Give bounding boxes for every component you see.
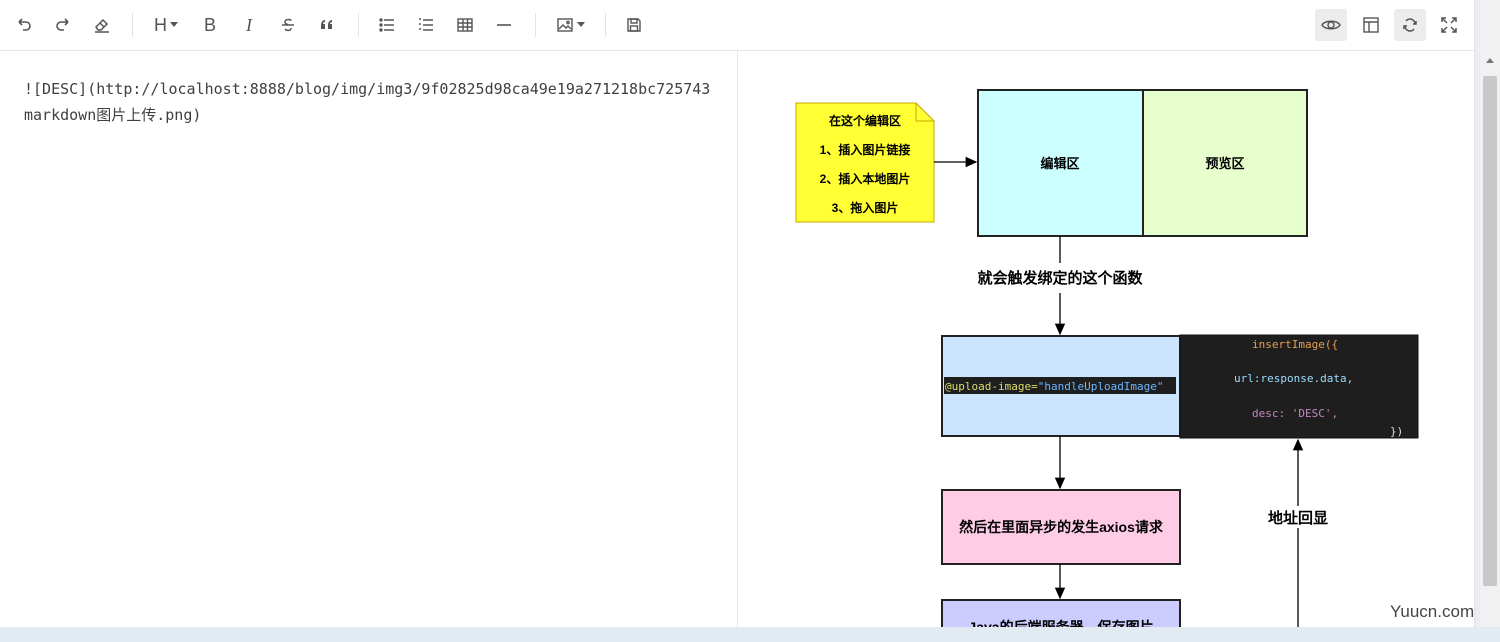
markdown-editor: H B I <box>0 0 1475 627</box>
horizontal-rule-button[interactable] <box>488 9 520 41</box>
italic-button[interactable]: I <box>233 9 265 41</box>
axios-request-label: 然后在里面异步的发生axios请求 <box>959 519 1164 535</box>
bottom-band <box>0 627 1500 642</box>
ordered-list-button[interactable] <box>410 9 442 41</box>
toolbar-divider <box>132 13 133 37</box>
server-box <box>941 599 1181 627</box>
edit-area-label: 编辑区 <box>1040 156 1079 171</box>
code-highlight <box>944 377 1176 394</box>
eraser-icon <box>93 16 111 34</box>
note-line: 2、插入本地图片 <box>820 171 911 186</box>
caret-down-icon <box>170 22 178 28</box>
italic-label: I <box>246 14 252 35</box>
redo-button[interactable] <box>47 9 79 41</box>
toolbar-divider <box>535 13 536 37</box>
fullscreen-button[interactable] <box>1433 9 1465 41</box>
code-line: insertImage({ <box>1252 338 1338 351</box>
clear-button[interactable] <box>86 9 118 41</box>
echo-label: 地址回显 <box>1268 509 1328 527</box>
code-line: desc: 'DESC', <box>1252 407 1338 420</box>
code-line: url:response.data, <box>1234 372 1353 385</box>
horizontal-rule-icon <box>495 16 513 34</box>
table-button[interactable] <box>449 9 481 41</box>
undo-icon <box>15 16 33 34</box>
strikethrough-icon <box>279 16 297 34</box>
note-line: 1、插入图片链接 <box>820 142 911 157</box>
preview-area-box <box>1142 89 1308 237</box>
undo-button[interactable] <box>8 9 40 41</box>
edit-pane[interactable]: ![DESC](http://localhost:8888/blog/img/i… <box>0 51 738 627</box>
server-label: Java的后端服务器，保存图片 <box>968 619 1153 627</box>
toolbar: H B I <box>0 0 1474 51</box>
code-snippet-box <box>1179 334 1419 439</box>
scroll-up-button[interactable] <box>1480 48 1500 72</box>
note-line: 3、拖入图片 <box>832 200 899 215</box>
preview-pane: 在这个编辑区 1、插入图片链接 2、插入本地图片 3、拖入图片 编辑区 预览区 … <box>738 51 1474 627</box>
toolbar-divider <box>358 13 359 37</box>
insert-image-button[interactable] <box>550 9 590 41</box>
list-icon <box>378 16 396 34</box>
save-icon <box>625 16 643 34</box>
note-line: 在这个编辑区 <box>829 113 901 128</box>
code-line: }) <box>1390 425 1403 438</box>
sync-scroll-button[interactable] <box>1394 9 1426 41</box>
watermark: Yuucn.com <box>1390 602 1475 621</box>
table-icon <box>456 16 474 34</box>
heading-label: H <box>154 14 167 35</box>
preview-toggle-button[interactable] <box>1315 9 1347 41</box>
heading-button[interactable]: H <box>148 9 184 41</box>
trigger-label: 就会触发绑定的这个函数 <box>977 269 1143 287</box>
flow-diagram: 在这个编辑区 1、插入图片链接 2、插入本地图片 3、拖入图片 编辑区 预览区 … <box>795 89 1419 627</box>
upload-handler-code: @upload-image="handleUploadImage" <box>945 380 1164 393</box>
unordered-list-button[interactable] <box>371 9 403 41</box>
caret-down-icon <box>576 22 585 28</box>
preview-area-label: 预览区 <box>1205 156 1244 171</box>
image-icon <box>556 16 574 34</box>
scroll-up-icon <box>1486 58 1494 63</box>
scrollbar-thumb[interactable] <box>1483 76 1497 586</box>
strikethrough-button[interactable] <box>272 9 304 41</box>
markdown-source[interactable]: ![DESC](http://localhost:8888/blog/img/i… <box>24 80 711 124</box>
axios-request-box <box>941 489 1181 565</box>
bold-button[interactable]: B <box>194 9 226 41</box>
layout-icon <box>1362 16 1380 34</box>
eye-icon <box>1321 16 1341 34</box>
ordered-list-icon <box>417 16 435 34</box>
sync-icon <box>1401 16 1419 34</box>
sync-scroll-layout-button[interactable] <box>1355 9 1387 41</box>
redo-icon <box>54 16 72 34</box>
toolbar-divider <box>605 13 606 37</box>
label-bg <box>1264 506 1332 528</box>
quote-button[interactable] <box>311 9 343 41</box>
bold-label: B <box>203 14 216 35</box>
note-shape: 在这个编辑区 1、插入图片链接 2、插入本地图片 3、拖入图片 <box>795 102 935 223</box>
save-button[interactable] <box>618 9 650 41</box>
fullscreen-icon <box>1440 16 1458 34</box>
quote-icon <box>318 16 336 34</box>
